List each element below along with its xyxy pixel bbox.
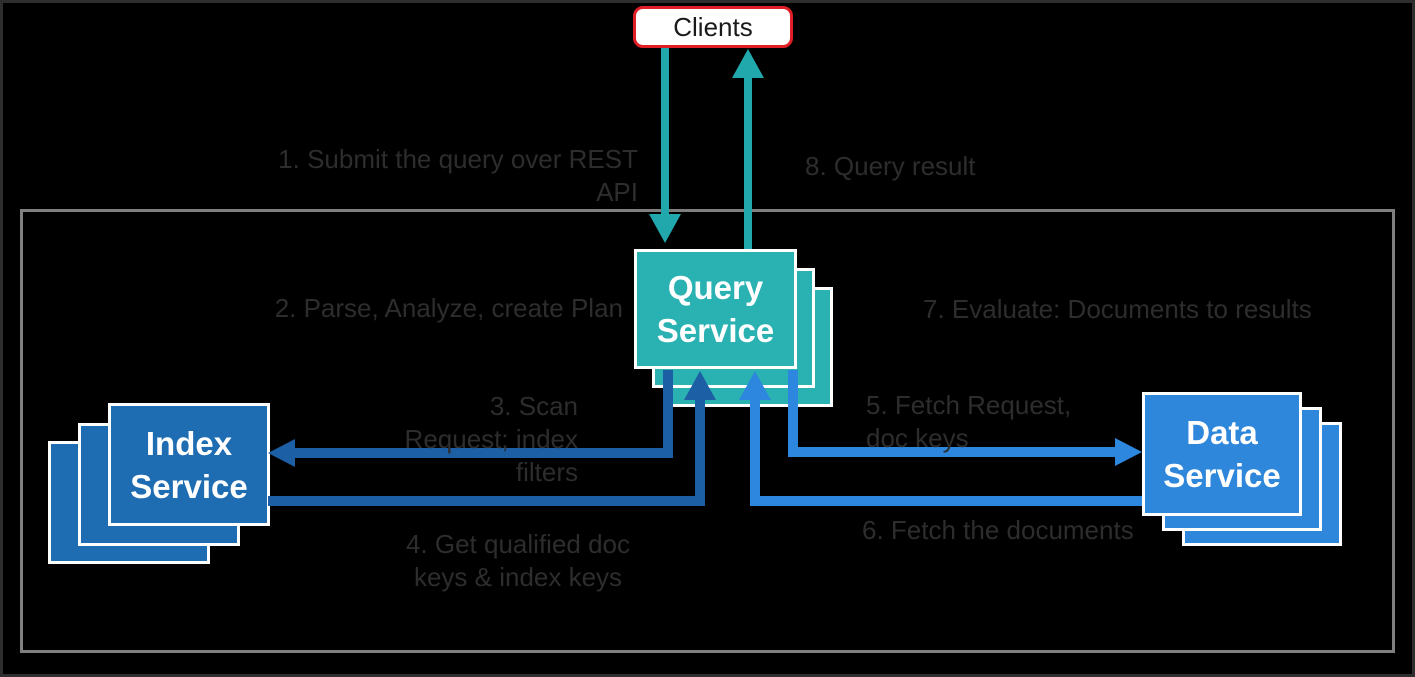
arrow-line xyxy=(268,496,705,506)
step-6-label: 6. Fetch the documents xyxy=(862,515,1134,545)
arrowhead-up-icon xyxy=(739,371,771,400)
clients-label: Clients xyxy=(673,11,753,42)
arrow-line xyxy=(788,370,798,457)
arrow-line xyxy=(750,496,1142,506)
step-5-label: 5. Fetch Request, doc keys xyxy=(866,390,1072,453)
arrow-line xyxy=(695,397,705,506)
arrow-line xyxy=(661,48,669,216)
cluster-boundary xyxy=(20,209,1395,653)
query-service-card-front: Query Service xyxy=(634,249,797,369)
query-service-label: Query Service xyxy=(656,269,775,349)
arrow-line xyxy=(292,448,673,458)
index-service-label: Index Service xyxy=(130,424,248,505)
arrow-line xyxy=(788,447,1118,457)
index-service-card-front: Index Service xyxy=(108,403,270,526)
step-2-label: 2. Parse, Analyze, create Plan xyxy=(274,293,623,323)
step-1-label: 1. Submit the query over REST API xyxy=(278,144,638,207)
step-3-label: 3. Scan Request; index filters xyxy=(404,391,578,487)
arrowhead-up-icon xyxy=(684,371,716,400)
step-4-label: 4. Get qualified doc keys & index keys xyxy=(405,529,631,592)
arrowhead-right-icon xyxy=(1115,438,1142,466)
clients-node: Clients xyxy=(633,6,793,48)
arrow-line xyxy=(663,370,673,458)
arrowhead-left-icon xyxy=(268,439,295,467)
arrowhead-down-icon xyxy=(649,214,681,243)
data-service-card-front: Data Service xyxy=(1142,392,1302,516)
step-8-label: 8. Query result xyxy=(805,151,976,181)
data-service-label: Data Service xyxy=(1163,414,1281,494)
arrowhead-up-icon xyxy=(732,49,764,78)
arrow-line xyxy=(750,397,760,506)
step-7-label: 7. Evaluate: Documents to results xyxy=(923,294,1312,324)
arrow-line xyxy=(744,76,752,249)
